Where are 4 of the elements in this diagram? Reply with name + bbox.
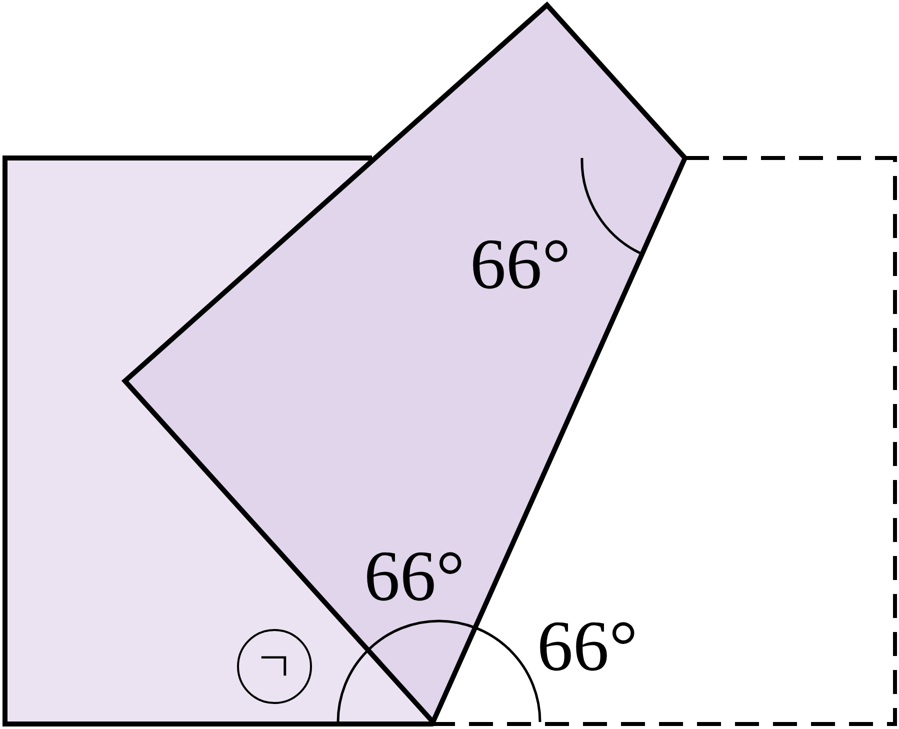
circled-marker: ㄱ [237,629,312,704]
angle-label: 66° [364,540,465,612]
angle-label: 66° [470,228,571,300]
angle-label: 66° [537,610,638,682]
